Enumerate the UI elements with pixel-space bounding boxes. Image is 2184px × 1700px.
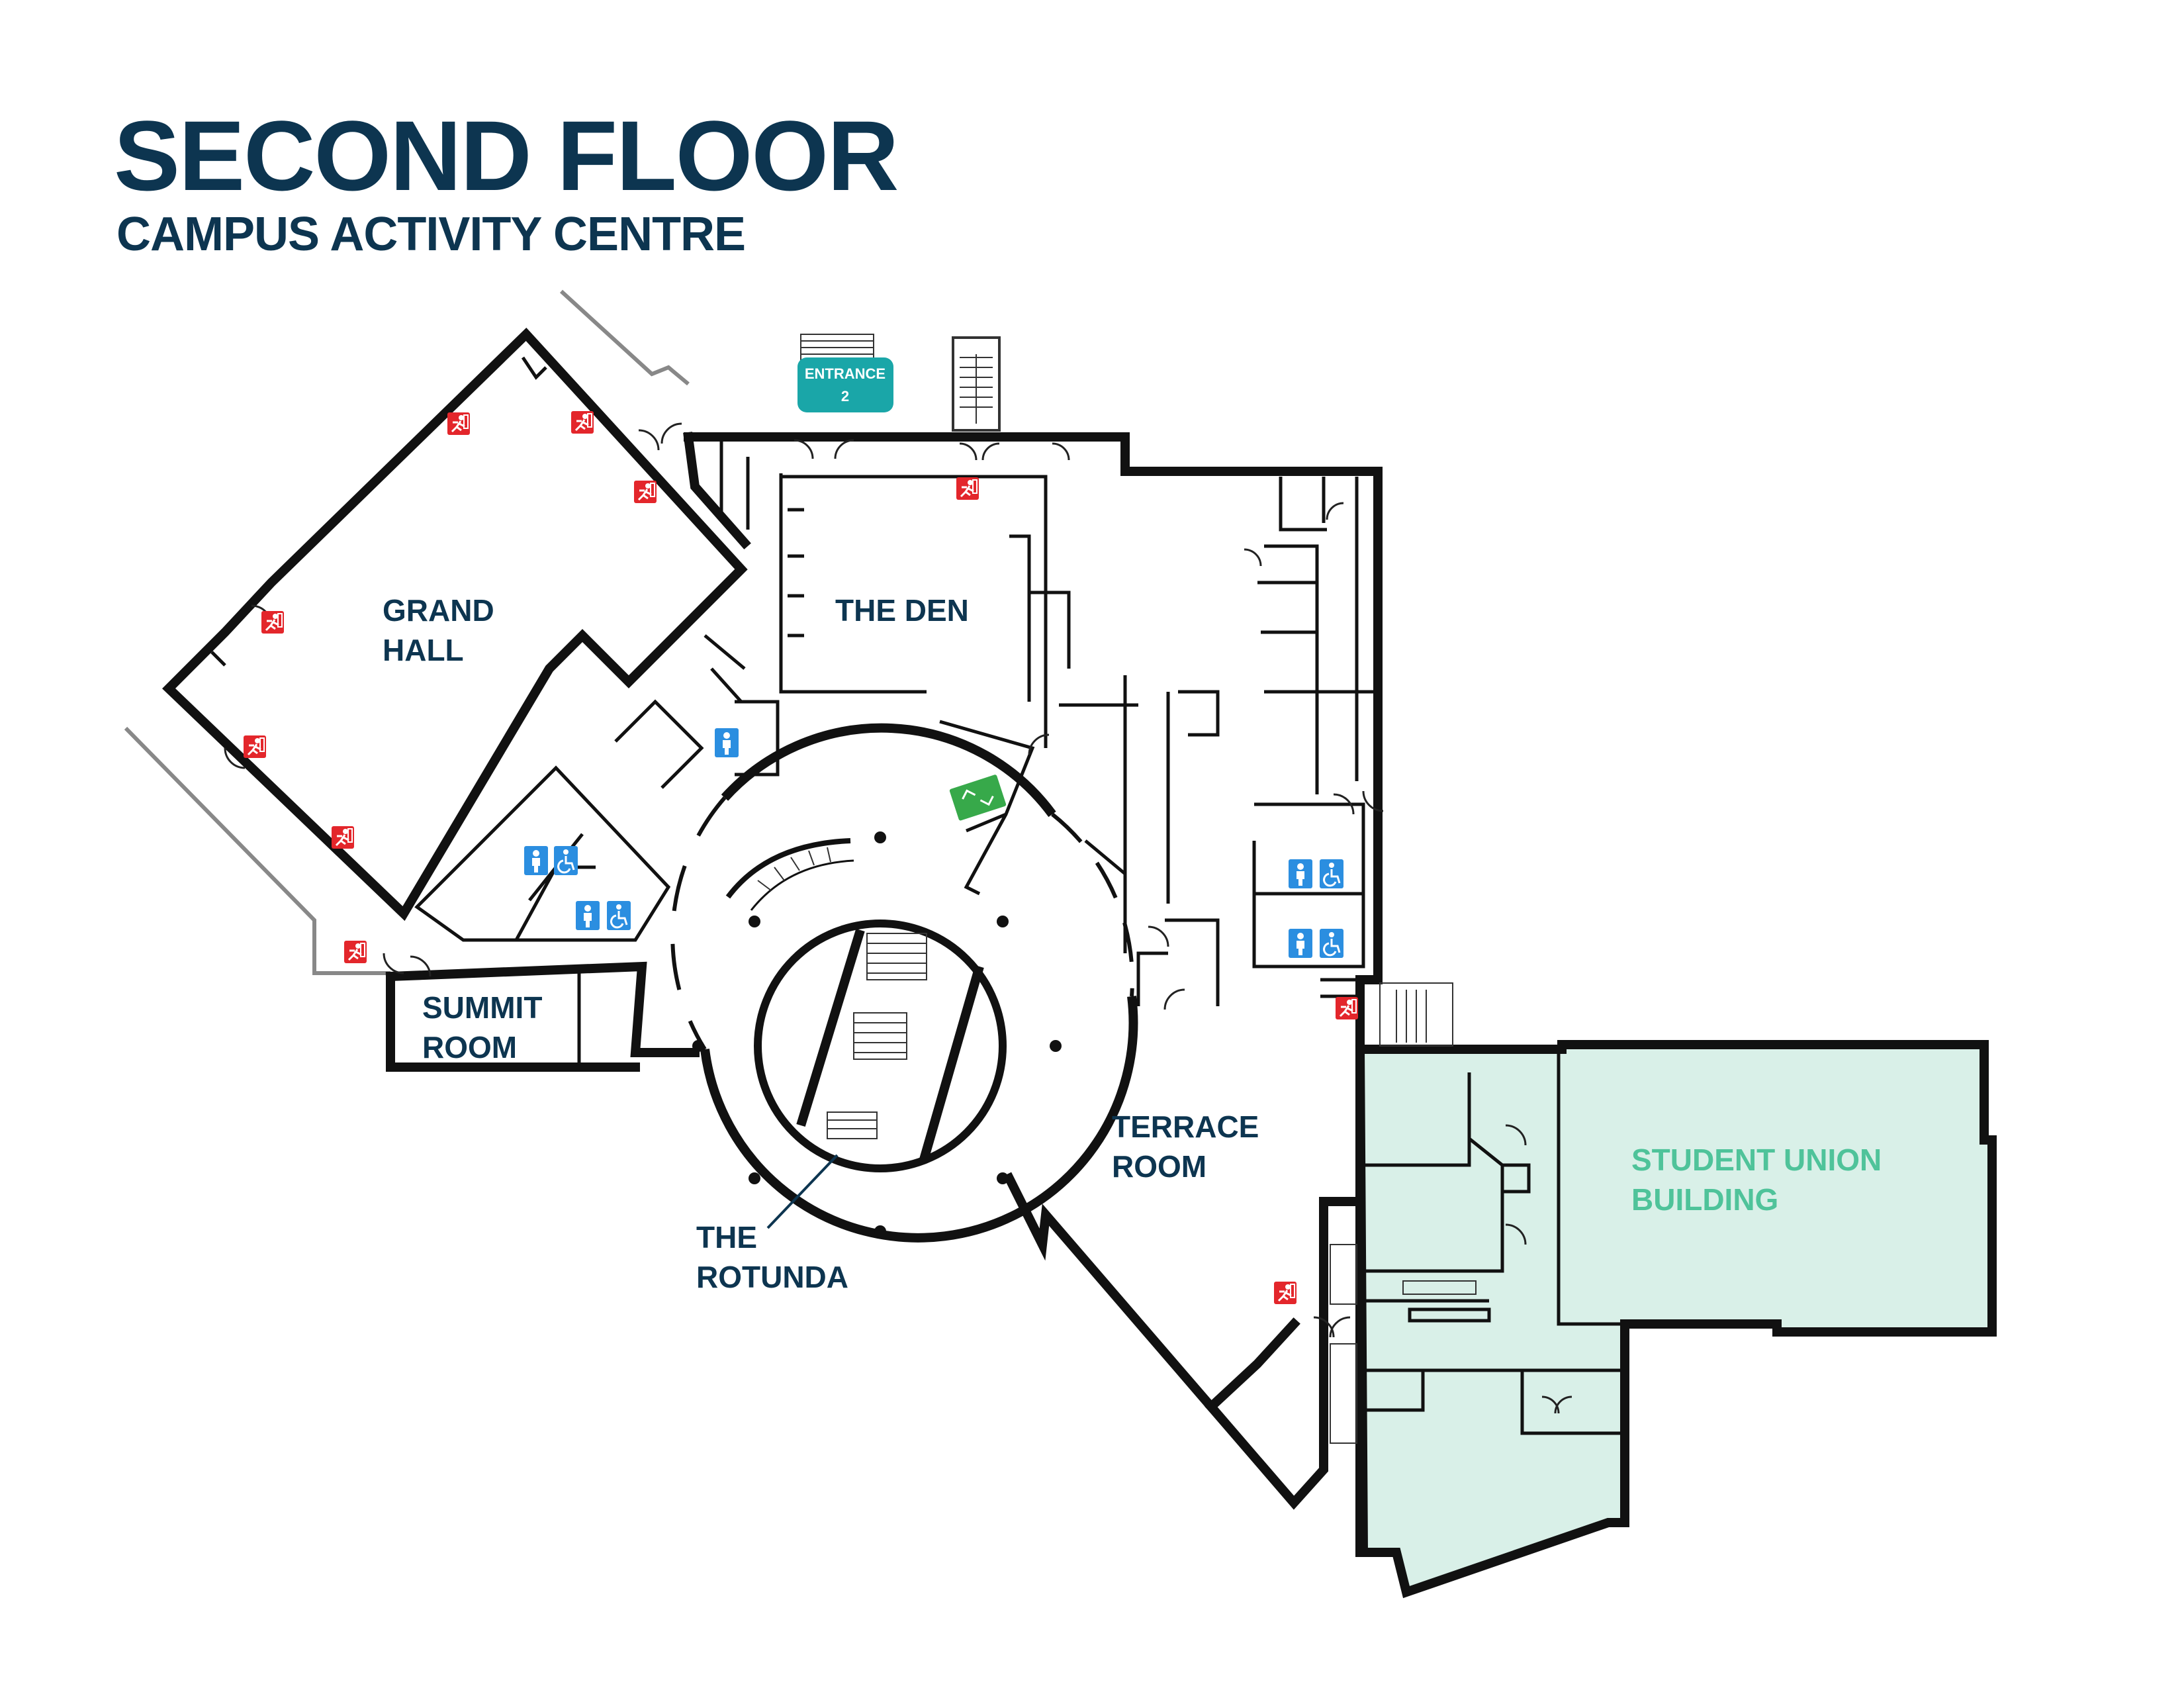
east-service-rooms	[1123, 477, 1377, 1006]
the-den-walls	[704, 437, 1220, 904]
page-title: SECOND FLOOR	[114, 100, 899, 211]
page-subtitle: CAMPUS ACTIVITY CENTRE	[116, 208, 746, 261]
grand-hall-label-1: GRAND	[383, 593, 494, 628]
grand-hall-room	[161, 327, 748, 921]
entrance-number: 2	[841, 388, 849, 404]
summit-room	[385, 961, 700, 1072]
student-union-building	[1355, 1040, 1997, 1599]
fire-exit-icon	[343, 939, 368, 965]
washroom-icon	[1289, 859, 1312, 888]
grand-hall-label-2: HALL	[383, 633, 464, 667]
exterior-path-west	[124, 726, 390, 975]
student-union-label-2: BUILDING	[1631, 1182, 1778, 1217]
the-rotunda-label-2: ROTUNDA	[696, 1260, 848, 1294]
fire-exit-icon	[330, 825, 355, 850]
washroom-icon	[524, 846, 548, 875]
entrance-label: ENTRANCE	[805, 365, 886, 382]
washroom-icon	[715, 728, 739, 757]
fire-exit-icon	[446, 411, 471, 436]
washroom-icon	[576, 901, 600, 930]
the-rotunda-label-1: THE	[696, 1220, 757, 1254]
activity-centre-outline	[683, 432, 1383, 1557]
washroom-icon	[1289, 929, 1312, 958]
exterior-path-north	[559, 289, 690, 386]
fire-exit-icon	[955, 476, 980, 501]
the-den-label: THE DEN	[835, 593, 969, 628]
fire-exit-icon	[633, 479, 658, 504]
terrace-room-label-2: ROOM	[1112, 1149, 1206, 1184]
summit-room-label-2: ROOM	[422, 1030, 517, 1064]
summit-room-label-1: SUMMIT	[422, 990, 542, 1025]
curved-staircase	[725, 838, 854, 911]
fire-exit-icon	[1334, 996, 1359, 1021]
accessible-icon	[553, 845, 579, 876]
elevator-core-walls	[939, 720, 1126, 896]
elevator-icon	[949, 775, 1007, 821]
accessible-icon	[606, 900, 632, 931]
accessible-icon	[1318, 927, 1345, 959]
rotunda-stairs	[827, 933, 927, 1139]
fire-exit-icon	[570, 410, 595, 435]
student-union-label-1: STUDENT UNION	[1631, 1143, 1882, 1177]
the-rotunda	[670, 723, 1138, 1243]
north-stairs	[800, 334, 1477, 1444]
fire-exit-icon	[242, 734, 267, 759]
entrance-2-badge[interactable]: ENTRANCE 2	[797, 357, 893, 412]
accessible-icon	[1318, 858, 1345, 890]
fire-exit-icon	[1273, 1280, 1298, 1305]
fire-exit-icon	[260, 610, 285, 635]
terrace-room-label-1: TERRACE	[1112, 1110, 1259, 1144]
